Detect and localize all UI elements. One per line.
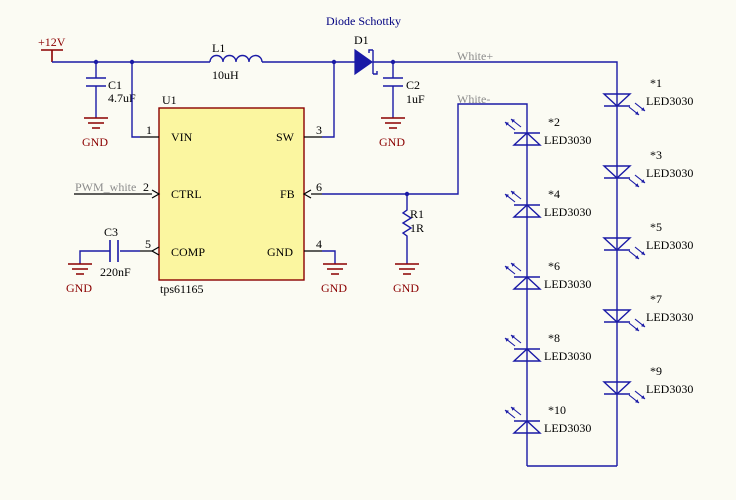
ground-c1: GND [82,117,108,149]
led-ref: *3 [650,148,662,162]
capacitor-c1: C1 4.7uF [86,62,136,118]
led-column-right: *1LED3030*3LED3030*5LED3030*7LED3030*9LE… [602,76,693,404]
wire-vin [131,62,140,138]
wire-fb [322,103,528,195]
pin-num: 6 [316,180,322,194]
net-label-pwm: PWM_white [75,180,136,194]
junction [93,59,99,65]
pin-num: 5 [145,237,151,251]
power-12v-symbol: +12V [38,35,66,62]
led-ref: *4 [548,187,560,201]
pin-name: GND [267,245,293,259]
capacitor-c2: C2 1uF [383,62,425,118]
resistor-r1: R1 1R [401,194,424,264]
junction [390,59,396,65]
led-value: LED3030 [646,238,693,252]
r1-value: 1R [410,221,424,235]
net-label-white-plus: White+ [457,49,493,63]
wire-white-plus [373,61,618,92]
ic-u1: U1 tps61165 1 VIN 2 CTRL 5 COMP 3 SW 6 F… [140,93,322,296]
c2-value: 1uF [406,92,425,106]
gnd-label: GND [66,281,92,295]
gnd-label: GND [393,281,419,295]
pin-name: SW [276,130,295,144]
led-ref: *6 [548,259,560,273]
c2-ref: C2 [406,78,420,92]
gnd-label: GND [379,135,405,149]
diode-d1: D1 [354,33,378,76]
gnd-label: GND [82,135,108,149]
pin-num: 1 [146,123,152,137]
d1-ref: D1 [354,33,369,47]
pin-name: VIN [171,130,193,144]
l1-value: 10uH [212,68,239,82]
led-ref: *5 [650,220,662,234]
led-value: LED3030 [544,205,591,219]
pin-name: FB [280,187,295,201]
led-value: LED3030 [544,277,591,291]
pin-name: COMP [171,245,205,259]
wire-c3-left [79,250,110,264]
gnd-label: GND [321,281,347,295]
led-value: LED3030 [544,133,591,147]
led-ref: *7 [650,292,662,306]
c1-ref: C1 [108,78,122,92]
pin-num: 3 [316,123,322,137]
led-ref: *1 [650,76,662,90]
led-ref: *8 [548,331,560,345]
r1-ref: R1 [410,207,424,221]
wire-ic-gnd [322,250,336,264]
c3-ref: C3 [104,225,118,239]
c3-value: 220nF [100,265,131,279]
pin-name: CTRL [171,187,202,201]
c1-value: 4.7uF [108,91,136,105]
wire-sw [322,62,335,138]
led-ref: *10 [548,403,566,417]
led-value: LED3030 [646,94,693,108]
ground-c3: GND [66,263,92,295]
led-ref: *9 [650,364,662,378]
ground-c2: GND [379,117,405,149]
led-ref: *2 [548,115,560,129]
pin-num: 2 [143,180,149,194]
ground-r1: GND [393,263,419,295]
led-value: LED3030 [544,349,591,363]
led-column-left: *2LED3030*4LED3030*6LED3030*8LED3030*10L… [504,115,591,435]
power-label: +12V [38,35,66,49]
led-value: LED3030 [646,382,693,396]
led-value: LED3030 [544,421,591,435]
l1-ref: L1 [212,41,225,55]
led-value: LED3030 [646,310,693,324]
diagram-title: Diode Schottky [326,14,401,28]
capacitor-c3: C3 220nF [100,225,131,279]
ic-ref: U1 [162,93,177,107]
ground-ic: GND [321,263,347,295]
inductor-l1: L1 10uH [209,41,263,82]
net-label-white-minus: White- [457,92,490,106]
pin-num: 4 [316,237,322,251]
ic-part: tps61165 [160,282,204,296]
led-value: LED3030 [646,166,693,180]
